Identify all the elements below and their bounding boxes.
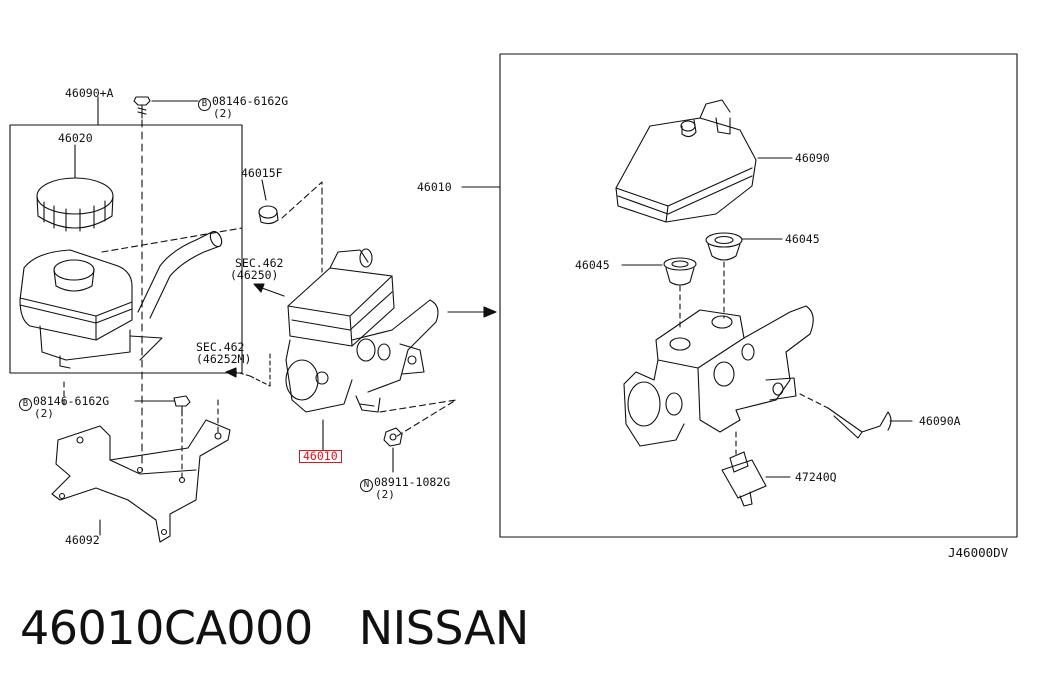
detail-box [499,53,1018,538]
label-08146-top-qty: (2) [213,107,233,120]
pressure-sensor-icon [721,451,791,507]
detail-reservoir-icon [615,99,793,223]
label-46092: 46092 [65,533,100,547]
label-46250: (46250) [230,268,279,282]
part-caption: 46010CA000 NISSAN [20,600,529,656]
label-46090-plus-a: 46090+A [65,86,114,100]
grommet-a-icon [621,257,697,286]
hose-icon [137,230,223,319]
detail-cylinder-body-icon [623,305,814,447]
reservoir-tank-icon [19,249,163,369]
circled-b-icon: B [19,398,32,411]
arrow-sec462-b [225,353,271,387]
exploded-view-drawing [9,53,1018,543]
dashed-clip-link [799,393,829,409]
bolt-left-icon [134,395,191,417]
circled-b-icon: B [198,98,211,111]
label-46252m: (46252M) [196,352,252,366]
label-46045-a: 46045 [575,258,610,272]
bolt-top-icon [133,96,199,119]
label-46020: 46020 [58,131,93,145]
part-number: 46010CA000 [20,601,313,655]
label-46045-b: 46045 [785,232,820,246]
reservoir-cap-icon [36,144,114,232]
retaining-clip-icon [827,407,913,439]
dashed-nut-link [379,399,457,439]
label-08146-left-text: 08146-6162G [33,394,110,408]
arrow-to-detail [447,306,497,318]
label-47240q: 47240Q [795,470,837,484]
label-46090: 46090 [795,151,830,165]
label-46010-main: 46010 [417,180,452,194]
flange-nut-icon [383,427,403,473]
label-08911-qty: (2) [375,488,395,501]
grommet-b-icon [705,232,783,261]
arrow-sec462-a [253,283,285,297]
dashed-clamp-link [281,181,323,273]
brand-name: NISSAN [358,601,530,655]
diagram-code: J46000DV [948,545,1009,560]
label-46090a: 46090A [919,414,961,428]
reservoir-group-box [9,124,243,374]
label-sec462-a: SEC.462 [235,256,284,270]
label-08146-top-text: 08146-6162G [212,94,289,108]
bracket-icon [51,419,231,543]
label-08146-left-qty: (2) [34,407,54,420]
label-46010-highlight[interactable]: 46010 [299,450,342,463]
label-sec462-b: SEC.462 [196,340,245,354]
hose-clamp-icon [258,179,279,225]
dashed-hose-link [101,227,243,253]
circled-n-icon: N [360,479,373,492]
master-cylinder-assembly-icon [285,248,439,413]
label-08911-text: 08911-1082G [374,475,451,489]
label-46015f: 46015F [241,166,283,180]
